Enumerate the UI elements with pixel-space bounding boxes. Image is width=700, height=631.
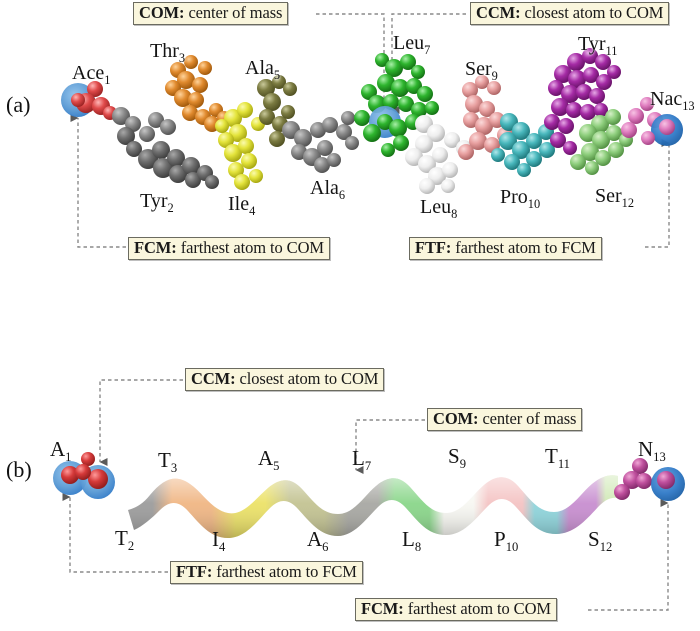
res-label-b-a1: A1	[50, 437, 72, 465]
panel-letter-b: (b)	[6, 457, 32, 482]
residue-group-ala6	[282, 111, 359, 173]
callout-a-ccm: CCM: closest atom to COM	[470, 2, 670, 26]
callout-b-com-text: center of mass	[478, 409, 577, 428]
connector-b-ccm	[99, 379, 183, 466]
callout-a-ftf-abbr: FTF:	[415, 238, 452, 257]
callout-b-ccm: CCM: closest atom to COM	[185, 368, 385, 392]
res-label-b-a6: A6	[307, 527, 329, 555]
res-label-b-s12: S12	[588, 527, 613, 555]
res-label-b-n13: N13	[638, 437, 666, 465]
residue-group-ser9	[458, 75, 513, 160]
connector-a-com	[316, 13, 392, 110]
callout-a-com-text: center of mass	[184, 3, 283, 22]
res-label-b-a5: A5	[258, 446, 280, 474]
res-label-leu7: Leu7	[393, 32, 431, 57]
residue-group-pro10	[491, 113, 555, 177]
callout-a-ftf: FTF: farthest atom to FCM	[409, 237, 602, 261]
connector-b-com	[355, 419, 425, 474]
callout-b-ftf-abbr: FTF:	[176, 562, 213, 581]
res-label-ser12: Ser12	[595, 185, 635, 210]
callout-b-ftf-text: farthest atom to FCM	[212, 562, 357, 581]
residue-group-ser12	[570, 109, 633, 175]
connector-a-ftf	[645, 139, 670, 248]
res-label-b-l8: L8	[402, 527, 422, 555]
res-label-ace1: Ace1	[72, 62, 111, 87]
residue-group-ace1	[61, 81, 117, 120]
callout-a-ccm-abbr: CCM:	[476, 3, 521, 22]
callout-a-ftf-text: farthest atom to FCM	[451, 238, 596, 257]
callout-b-fcm-text: farthest atom to COM	[403, 599, 551, 618]
res-label-b-l7: L7	[352, 446, 372, 474]
res-label-b-p10: P10	[494, 527, 519, 555]
callout-a-fcm: FCM: farthest atom to COM	[128, 237, 330, 261]
res-label-tyr2: Tyr2	[140, 190, 174, 215]
callout-a-com: COM: center of mass	[133, 2, 289, 26]
residue-group-leu7	[354, 53, 439, 157]
res-label-b-s9: S9	[448, 444, 466, 472]
res-label-ala6: Ala6	[310, 177, 346, 202]
res-label-thr3: Thr3	[150, 40, 186, 65]
residue-group-ile4	[215, 102, 265, 190]
callout-b-fcm-abbr: FCM:	[361, 599, 404, 618]
res-label-b-t11: T11	[545, 444, 570, 472]
callout-a-com-abbr: COM:	[139, 3, 185, 22]
callout-b-ftf: FTF: farthest atom to FCM	[170, 561, 363, 585]
ribbon-band	[128, 475, 618, 538]
residue-group-tyr2	[112, 107, 219, 189]
res-label-pro10: Pro10	[500, 186, 541, 211]
res-label-b-t3: T3	[158, 448, 178, 476]
res-label-ile4: Ile4	[228, 193, 256, 218]
callout-b-ccm-text: closest atom to COM	[235, 369, 379, 388]
res-label-tyr11: Tyr11	[578, 33, 618, 58]
res-label-leu8: Leu8	[420, 196, 458, 221]
residue-group-thr3	[165, 55, 231, 132]
res-label-nac13: Nac13	[650, 88, 695, 113]
panel-letter-a: (a)	[6, 92, 31, 117]
callout-b-fcm: FCM: farthest atom to COM	[355, 598, 557, 622]
callout-a-ccm-text: closest atom to COM	[520, 3, 664, 22]
res-label-ser9: Ser9	[465, 58, 498, 83]
callout-b-com: COM: center of mass	[427, 408, 583, 432]
connector-a-fcm	[70, 114, 126, 248]
connector-b-fcm	[588, 499, 669, 611]
callout-b-ccm-abbr: CCM:	[191, 369, 236, 388]
callout-a-fcm-text: farthest atom to COM	[176, 238, 324, 257]
callout-a-fcm-abbr: FCM:	[134, 238, 177, 257]
res-label-b-i4: I4	[212, 527, 226, 555]
residue-group-tyr11	[544, 48, 621, 155]
res-label-ala5: Ala5	[245, 57, 281, 82]
connector-b-ftf	[62, 493, 168, 573]
marker-n13-group	[614, 458, 685, 501]
callout-b-com-abbr: COM:	[433, 409, 479, 428]
marker-a1-group	[53, 452, 115, 499]
residue-group-nac13	[621, 97, 683, 146]
res-label-b-t2: T2	[115, 526, 135, 554]
residue-group-leu8	[405, 115, 472, 194]
